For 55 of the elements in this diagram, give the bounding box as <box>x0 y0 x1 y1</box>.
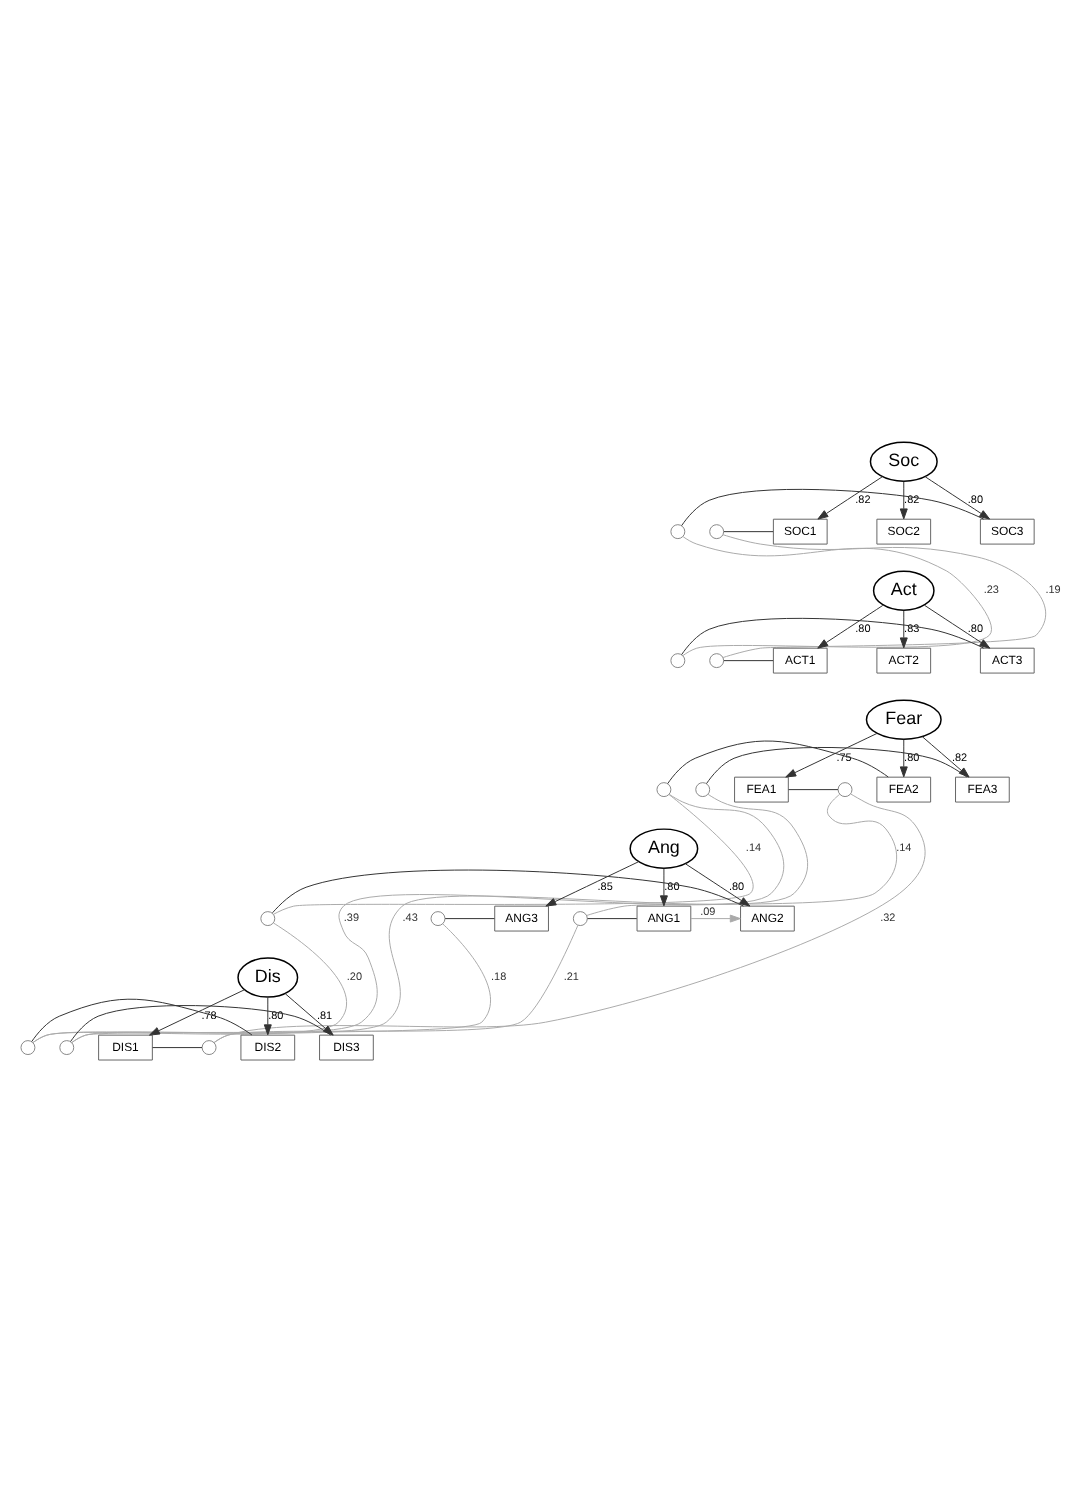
node-circle <box>837 781 853 797</box>
arrow <box>817 475 883 519</box>
arrow <box>924 603 991 648</box>
node-circle <box>656 781 672 797</box>
arrow <box>899 609 908 648</box>
node-ellipse: Act <box>872 569 935 610</box>
node-circle <box>572 910 588 926</box>
connector <box>586 792 898 915</box>
connector <box>723 659 774 661</box>
arrow <box>899 738 908 777</box>
node-ellipse: Dis <box>237 956 299 997</box>
arrow <box>685 862 751 906</box>
node-circle <box>201 1039 217 1055</box>
connector <box>213 923 579 1043</box>
connector <box>681 487 985 526</box>
node-circle <box>59 1039 75 1055</box>
node-ellipse: Fear <box>865 698 942 739</box>
node-circle <box>709 523 725 539</box>
connector <box>681 616 985 655</box>
connector <box>667 739 889 784</box>
connector <box>706 746 968 784</box>
arrow <box>817 603 884 648</box>
arrow <box>659 867 668 906</box>
connector <box>213 792 926 1043</box>
connector <box>273 793 754 914</box>
node-circle <box>430 910 446 926</box>
node-circle <box>695 781 711 797</box>
arrow <box>284 992 334 1035</box>
connector <box>788 788 839 790</box>
node-circle <box>709 652 725 668</box>
connector <box>682 535 992 656</box>
connector <box>32 921 348 1043</box>
node-circle <box>670 652 686 668</box>
arrow <box>545 860 639 906</box>
connector <box>71 922 491 1043</box>
arrow <box>924 475 991 519</box>
connector <box>272 868 744 913</box>
connector <box>722 533 1047 657</box>
node-ellipse: Soc <box>869 440 938 481</box>
node-circle <box>670 523 686 539</box>
node-circle <box>260 910 276 926</box>
connector <box>587 917 638 919</box>
connector <box>152 1046 203 1048</box>
connector <box>444 917 495 919</box>
connector <box>723 530 774 532</box>
arrow <box>921 735 970 777</box>
connector <box>70 1004 332 1042</box>
arrow <box>149 988 245 1035</box>
arrow <box>690 913 741 922</box>
arrow <box>785 731 878 777</box>
node-ellipse: Ang <box>629 827 699 868</box>
arrow <box>263 996 272 1035</box>
node-circle <box>20 1039 36 1055</box>
connector <box>31 997 253 1042</box>
arrow <box>899 480 908 519</box>
